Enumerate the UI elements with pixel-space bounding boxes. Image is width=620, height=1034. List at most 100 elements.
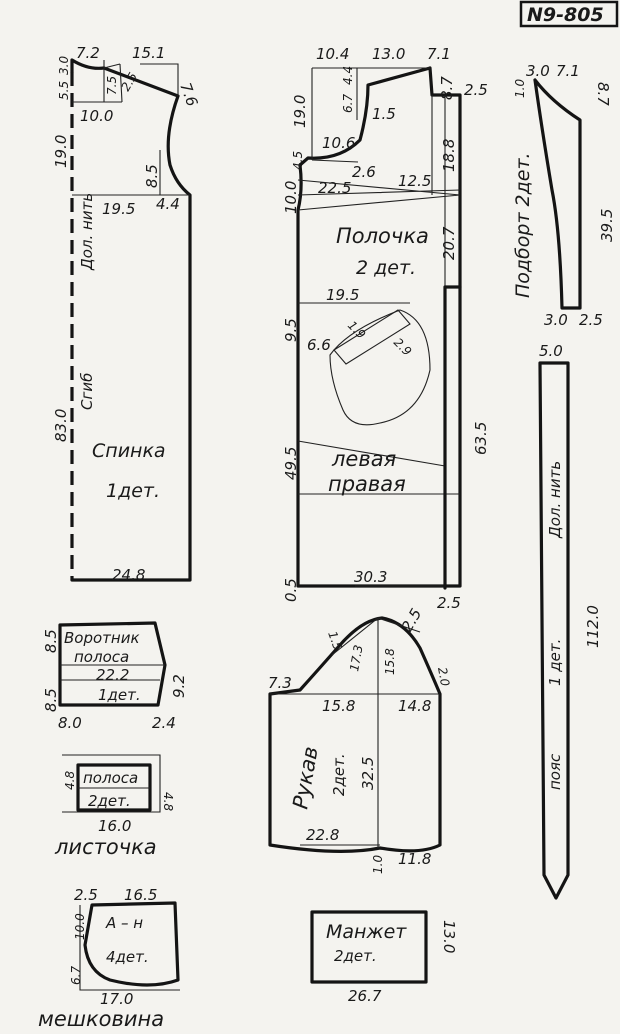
front-m-49-5: 49.5	[282, 447, 300, 480]
sleeve-m-14-8: 14.8	[398, 697, 431, 715]
pocket-m-17-0: 17.0	[100, 990, 133, 1008]
back-outline	[70, 58, 192, 582]
sleeve-m-1-0: 1.0	[371, 855, 385, 874]
collar-m-8-5b: 8.5	[42, 688, 60, 712]
front-m-8-7: 8.7	[438, 76, 456, 100]
front-m-6-6: 6.6	[307, 336, 331, 354]
front-outline	[296, 66, 462, 588]
front-count: 2 дет.	[356, 257, 416, 279]
pocket-m-6-7: 6.7	[69, 966, 83, 985]
sleeve-m-17-3: 17.3	[347, 644, 365, 673]
pocket-outline	[83, 901, 180, 987]
sleeve-m-15-8a: 15.8	[383, 648, 397, 675]
welt-count: 2дет.	[88, 792, 131, 810]
welt-m-16-0: 16.0	[98, 817, 131, 835]
front-m-4-4: 4.4	[341, 66, 355, 85]
back-count: 1дет.	[106, 480, 160, 502]
belt-count: 1 дет.	[546, 639, 564, 686]
sleeve-m-2-0: 2.0	[435, 666, 452, 688]
front-m-2-5a: 2.5	[464, 81, 488, 99]
front-m-63-5: 63.5	[472, 422, 490, 455]
pocket-m-10-0: 10.0	[73, 913, 87, 940]
welt-outer-line	[62, 754, 161, 813]
front-left-label: левая	[331, 447, 396, 471]
front-pocket-outline	[329, 309, 431, 426]
sheet-number-frame	[519, 0, 619, 28]
pocket-construction-lines	[79, 905, 180, 991]
cuff-name: Манжет	[326, 921, 407, 943]
back-grain-label: Дол. нить	[78, 193, 96, 271]
front-m-19-5: 19.5	[326, 286, 359, 304]
belt-m-112-0: 112.0	[584, 605, 602, 648]
front-m-6-7: 6.7	[341, 94, 355, 113]
sheet-number-box: N9-805	[519, 0, 619, 28]
front-m-10-6: 10.6	[322, 134, 355, 152]
welt-name: полоса	[83, 769, 138, 787]
facing-outline	[533, 78, 582, 310]
sleeve-count: 2дет.	[330, 753, 348, 796]
front-m-4-5: 4.5	[291, 151, 305, 170]
back-m-5-5: 5.5	[57, 81, 71, 100]
cuff-m-26-7: 26.7	[348, 987, 382, 1005]
cuff-outline	[310, 910, 428, 984]
sleeve-m-1-5: 1.5	[325, 629, 345, 652]
facing-m-3-0: 3.0	[526, 62, 550, 80]
back-m-10-0: 10.0	[80, 107, 113, 125]
front-right-label: правая	[328, 472, 406, 496]
sleeve-piece: 1.5 2.5 17.3 15.8 2.0 7.3 15.8 14.8 32.5…	[268, 605, 452, 874]
front-m-1-9: 1.9	[345, 318, 368, 341]
back-m-19-0: 19.0	[52, 135, 70, 168]
sheet-number: N9-805	[527, 4, 604, 26]
back-piece: 7.2 15.1 5.5 3.0 7.5 2.5 7.6 10.0 19.0 8…	[52, 44, 201, 584]
facing-m-8-7: 8.7	[594, 82, 612, 106]
welt-caption: листочка	[54, 835, 157, 859]
belt-piece: 5.0 Дол. нить 1 дет. пояс 112.0	[538, 342, 602, 900]
facing-m-1-0: 1.0	[513, 79, 527, 98]
pocket-piece: 2.5 16.5 10.0 6.7 А – н 4дет. 17.0 мешко…	[38, 886, 180, 1031]
sleeve-m-11-8: 11.8	[398, 850, 431, 868]
cuff-count: 2дет.	[334, 947, 377, 965]
facing-name: Подборт 2дет.	[512, 152, 534, 298]
pocket-caption: мешковина	[38, 1007, 164, 1031]
front-m-20-7: 20.7	[440, 226, 458, 260]
front-welt-rect	[333, 309, 411, 365]
belt-m-5-0: 5.0	[539, 342, 563, 360]
front-m-13-0: 13.0	[372, 45, 405, 63]
welt-piece: полоса 2дет. 4.8 4.8 16.0 листочка	[54, 754, 175, 859]
back-m-19-5: 19.5	[102, 200, 135, 218]
welt-m-4-8b: 4.8	[161, 792, 175, 811]
sleeve-construction-lines	[270, 617, 440, 848]
back-m-83-0: 83.0	[52, 409, 70, 442]
sleeve-outline	[268, 616, 442, 853]
cuff-m-13-0: 13.0	[440, 920, 458, 953]
back-m-3-0: 3.0	[57, 56, 71, 75]
back-m-7-5: 7.5	[105, 76, 119, 95]
collar-m-2-4: 2.4	[152, 714, 176, 732]
collar-m-8-0: 8.0	[58, 714, 82, 732]
welt-m-4-8a: 4.8	[63, 771, 77, 790]
collar-m-8-5a: 8.5	[42, 629, 60, 653]
front-hem-step	[443, 285, 462, 590]
collar-m-9-2: 9.2	[170, 674, 188, 698]
sleeve-name: Рукав	[288, 745, 323, 811]
front-m-18-8: 18.8	[440, 139, 458, 172]
pocket-m-16-5: 16.5	[124, 886, 157, 904]
front-name: Полочка	[336, 224, 429, 248]
back-m-4-4: 4.4	[156, 195, 180, 213]
collar-count: 1дет.	[98, 686, 141, 704]
belt-outline	[538, 361, 570, 900]
sleeve-m-32-5: 32.5	[359, 757, 377, 790]
back-m-8-5: 8.5	[143, 164, 161, 188]
belt-name: пояс	[546, 753, 564, 790]
cuff-piece: Манжет 2дет. 13.0 26.7	[310, 910, 458, 1005]
pocket-count: 4дет.	[106, 948, 149, 966]
collar-name: Воротник	[64, 629, 140, 647]
facing-m-2-5: 2.5	[579, 311, 603, 329]
pocket-m-2-5: 2.5	[74, 886, 98, 904]
back-m-24-8: 24.8	[112, 566, 145, 584]
pocket-name: А – н	[105, 914, 143, 932]
front-piece: 10.4 13.0 7.1 8.7 2.5 6.7 4.4 19.0 1.5 1…	[282, 45, 490, 612]
collar-piece: 8.5 8.5 Воротник полоса 22.2 1дет. 9.2 8…	[42, 621, 188, 732]
front-m-2-5b: 2.5	[437, 594, 461, 612]
